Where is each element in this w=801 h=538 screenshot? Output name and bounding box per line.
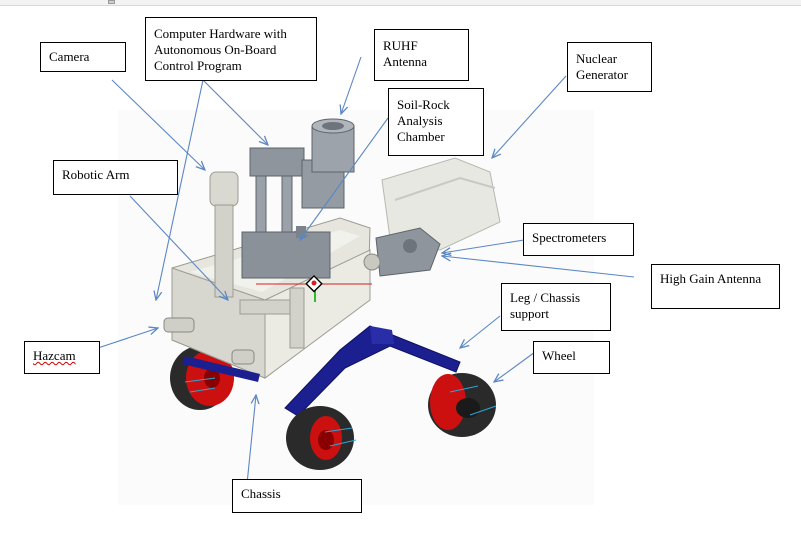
arrow-spectrometers — [442, 239, 525, 253]
arrow-computer-hardware-2 — [156, 79, 204, 300]
label-leg-chassis-support: Leg / Chassis support — [501, 283, 611, 331]
label-high-gain-antenna: High Gain Antenna — [651, 264, 780, 309]
arrow-computer-hardware — [202, 79, 268, 145]
label-nuclear-generator: Nuclear Generator — [567, 42, 652, 92]
label-computer-hardware: Computer Hardware with Autonomous On-Boa… — [145, 17, 317, 81]
label-camera: Camera — [40, 42, 126, 72]
window-ruler — [0, 0, 801, 6]
arrow-camera — [111, 79, 205, 170]
arrow-soil-rock — [300, 117, 389, 240]
label-soil-rock-chamber: Soil-Rock Analysis Chamber — [388, 88, 484, 156]
label-hazcam: Hazcam — [24, 341, 100, 374]
arrow-leg-chassis — [460, 315, 501, 348]
label-spectrometers: Spectrometers — [523, 223, 634, 256]
robotic-arm — [209, 171, 305, 349]
arrow-ruhf-antenna — [341, 56, 362, 114]
spectrometers — [363, 227, 441, 277]
arrow-wheel — [494, 351, 536, 382]
ruler-marker[interactable] — [108, 0, 115, 4]
hazcam — [163, 317, 255, 365]
label-ruhf-antenna: RUHF Antenna — [374, 29, 469, 81]
label-wheel: Wheel — [533, 341, 610, 374]
arrow-robotic-arm — [129, 195, 228, 300]
ruhf-antenna — [311, 118, 355, 173]
arrow-chassis — [246, 395, 256, 485]
arrow-nuclear-generator — [492, 75, 567, 158]
hazcam-text: Hazcam — [33, 348, 76, 363]
label-robotic-arm: Robotic Arm — [53, 160, 178, 195]
label-chassis: Chassis — [232, 479, 362, 513]
arrow-high-gain-antenna — [442, 256, 635, 278]
wheel-rear-right — [428, 373, 496, 437]
wheel-front — [286, 406, 354, 470]
leg-chassis-support — [182, 325, 461, 417]
arrow-hazcam — [97, 328, 158, 349]
